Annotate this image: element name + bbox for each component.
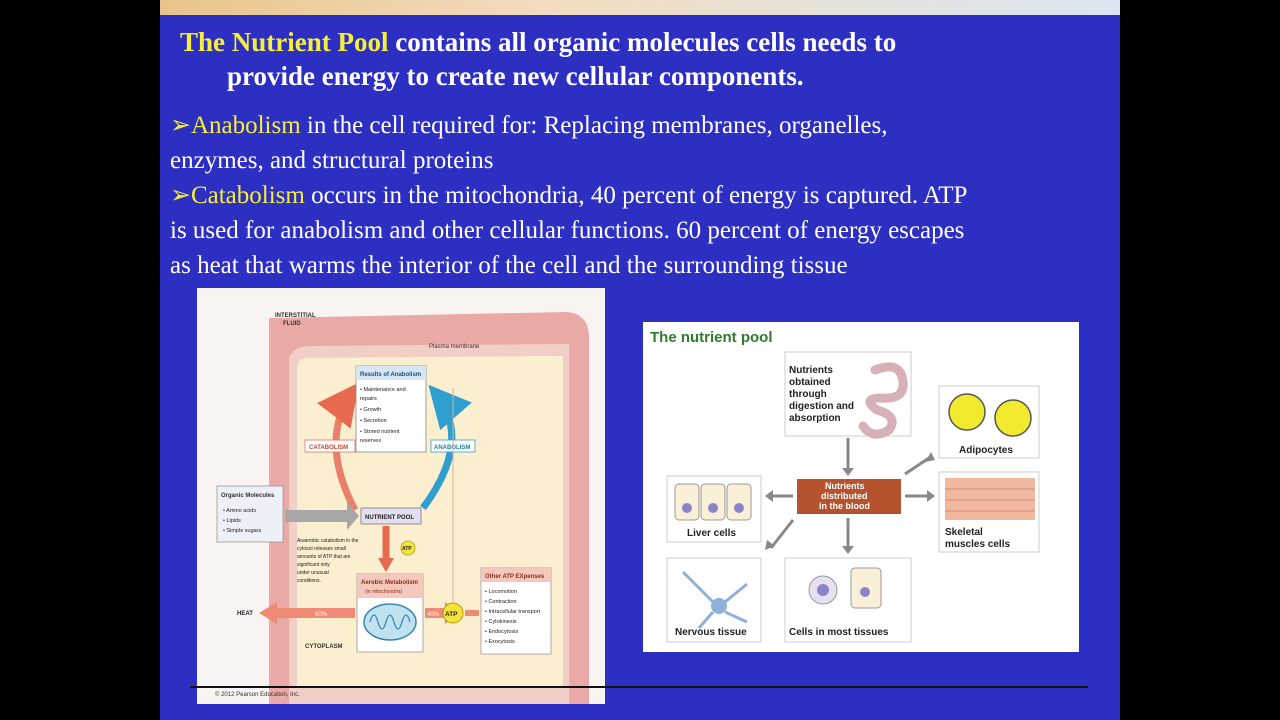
catabolism-label: CATABOLISM <box>309 445 348 451</box>
interstitial-label-2: FLUID <box>283 321 301 327</box>
most-tissues-label: Cells in most tissues <box>789 627 889 638</box>
other-atp-title: Other ATP EXpenses <box>485 574 545 580</box>
slide-title: The Nutrient Pool contains all organic m… <box>180 25 1100 93</box>
interstitial-label: INTERSTITIAL <box>275 313 316 319</box>
nutrient-pool-label: NUTRIENT POOL <box>365 515 414 521</box>
muscle-fiber-icon <box>945 478 1035 520</box>
slide: The Nutrient Pool contains all organic m… <box>160 0 1120 720</box>
anaerobic-text: conditions. <box>297 578 321 584</box>
organic-item: • Amino acids <box>223 508 256 514</box>
neuron-icon <box>711 598 727 614</box>
bullet-text: occurs in the mitochondria, 40 percent o… <box>304 182 968 209</box>
most-tissues-box <box>784 557 912 643</box>
atp-icon <box>442 602 464 624</box>
footer-rule <box>190 686 1088 688</box>
blood-box <box>797 479 901 514</box>
bullet-anabolism: ➢Anabolism in the cell required for: Rep… <box>170 108 1110 178</box>
bullet-text-3: as heat that warms the interior of the c… <box>170 252 848 279</box>
skeletal-label-2: muscles cells <box>945 539 1010 550</box>
results-item: • Secretion <box>360 418 387 424</box>
anabolism-label: ANABOLISM <box>434 445 470 451</box>
bullet-text-2: is used for anabolism and other cellular… <box>170 217 965 244</box>
aerobic-title: Aerobic Metabolism <box>361 580 418 586</box>
bullet-arrow-icon: ➢ <box>170 112 191 139</box>
other-atp-item: • Locomotion <box>485 589 517 595</box>
anaerobic-text: cytosol releases small <box>297 546 346 552</box>
right-figure: The nutrient pool Nutrients obtained thr… <box>643 322 1079 652</box>
organic-title: Organic Molecules <box>221 493 275 499</box>
copyright: © 2012 Pearson Education, Inc. <box>215 691 300 698</box>
skeletal-label: Skeletal <box>945 527 983 538</box>
results-item: repairs <box>360 396 377 402</box>
results-title: Results of Anabolism <box>360 372 421 378</box>
adipocyte-cell-icon <box>994 399 1032 437</box>
blood-text: Nutrients <box>825 481 865 491</box>
intestine-icon <box>858 362 908 439</box>
anaerobic-text: amounts of ATP that are <box>297 554 351 560</box>
title-rest: contains all organic molecules cells nee… <box>388 27 897 57</box>
plasma-membrane-label: Plasma membrane <box>429 344 480 350</box>
atp-small-label: ATP <box>402 546 412 552</box>
results-item: • Stored nutrient <box>360 429 400 435</box>
nutrients-text: absorption <box>789 413 841 424</box>
nutrients-text: through <box>789 389 827 400</box>
results-item: • Growth <box>360 407 381 413</box>
bullet-text-2: enzymes, and structural proteins <box>170 147 494 174</box>
organic-item: • Simple sugars <box>223 528 262 534</box>
other-atp-item: • Intracellular transport <box>485 609 541 615</box>
bullet-catabolism: ➢Catabolism occurs in the mitochondria, … <box>170 178 1110 283</box>
bullet-text: in the cell required for: Replacing memb… <box>300 112 888 139</box>
aerobic-sub: (in mitochondria) <box>365 589 403 595</box>
right-figure-title: The nutrient pool <box>650 329 772 346</box>
atp-label: ATP <box>445 611 458 618</box>
liver-label: Liver cells <box>687 528 736 539</box>
metabolism-diagram: INTERSTITIAL FLUID Plasma membrane Resul… <box>197 288 605 704</box>
other-atp-box <box>480 567 552 655</box>
anaerobic-text: Anaerobic catabolism in the <box>297 538 359 544</box>
other-atp-item: • Exocytosis <box>485 639 515 645</box>
bullet-term: Anabolism <box>190 112 301 139</box>
pct-40-label: 40% <box>427 612 440 618</box>
results-box <box>355 365 427 453</box>
nutrients-text: obtained <box>789 377 831 388</box>
title-line2: provide energy to create new cellular co… <box>227 61 804 91</box>
bullet-arrow-icon: ➢ <box>170 182 191 209</box>
adipocytes-label: Adipocytes <box>959 445 1013 456</box>
anaerobic-text: significant only <box>297 562 330 568</box>
anaerobic-text: under unusual <box>297 570 329 576</box>
blood-text: distributed <box>821 491 868 501</box>
nutrient-pool-diagram: The nutrient pool Nutrients obtained thr… <box>643 322 1079 652</box>
blood-text: in the blood <box>819 501 870 511</box>
organic-molecules-box <box>216 485 284 543</box>
other-atp-item: • Cytokinesis <box>485 619 517 625</box>
heat-label: HEAT <box>237 611 253 617</box>
pct-60-label: 60% <box>315 612 328 618</box>
top-gradient-bar <box>160 0 1120 15</box>
organic-item: • Lipids <box>223 518 241 524</box>
cytoplasm-label: CYTOPLASM <box>305 644 343 650</box>
left-figure: INTERSTITIAL FLUID Plasma membrane Resul… <box>197 288 605 704</box>
nervous-box <box>666 557 762 643</box>
other-atp-item: • Contraction <box>485 599 517 605</box>
nutrients-text: Nutrients <box>789 365 833 376</box>
mitochondrion-icon <box>363 603 417 641</box>
nutrient-pool-box <box>360 507 422 525</box>
nutrients-text: digestion and <box>789 401 854 412</box>
nervous-label: Nervous tissue <box>675 627 747 638</box>
results-item: reserves <box>360 438 381 444</box>
other-atp-item: • Endocytosis <box>485 629 518 635</box>
adipocyte-cell-icon <box>948 393 986 431</box>
bullet-term: Catabolism <box>190 182 305 209</box>
results-item: • Maintenance and <box>360 387 406 393</box>
atp-small-icon <box>400 540 416 556</box>
title-highlight: The Nutrient Pool <box>180 27 389 57</box>
